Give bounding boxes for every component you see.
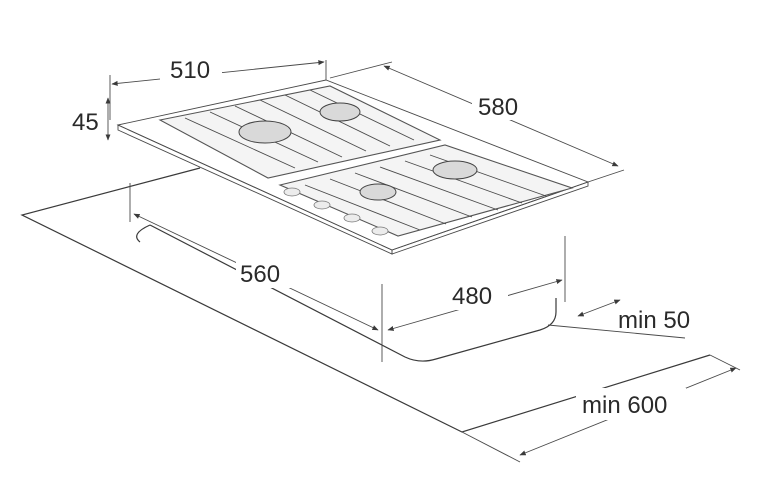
burner-front-left bbox=[359, 183, 397, 201]
burner-front-right bbox=[432, 160, 478, 180]
knob-2 bbox=[313, 200, 331, 210]
dim-cutout-480: 480 bbox=[387, 236, 566, 331]
label-min-clearance: min 50 bbox=[618, 307, 690, 334]
dim-height-45: 45 bbox=[72, 97, 111, 141]
dim-cutout-560: 560 bbox=[129, 183, 383, 362]
label-depth: 580 bbox=[478, 94, 518, 121]
burner-back-right bbox=[319, 102, 361, 122]
burner-large-left bbox=[238, 120, 292, 144]
dim-depth-580: 580 bbox=[329, 61, 625, 183]
label-cutout-width: 560 bbox=[240, 261, 280, 288]
label-height: 45 bbox=[72, 109, 99, 136]
label-cutout-depth: 480 bbox=[452, 283, 492, 310]
hob bbox=[116, 79, 590, 255]
dim-min-50: min 50 bbox=[547, 299, 690, 339]
label-min-worktop: min 600 bbox=[582, 392, 667, 419]
dim-width-510: 510 bbox=[109, 55, 327, 120]
knob-1 bbox=[283, 187, 301, 197]
knob-3 bbox=[343, 213, 361, 223]
dim-min-600: min 600 bbox=[461, 354, 741, 463]
label-width: 510 bbox=[170, 57, 210, 84]
knob-4 bbox=[371, 226, 389, 236]
